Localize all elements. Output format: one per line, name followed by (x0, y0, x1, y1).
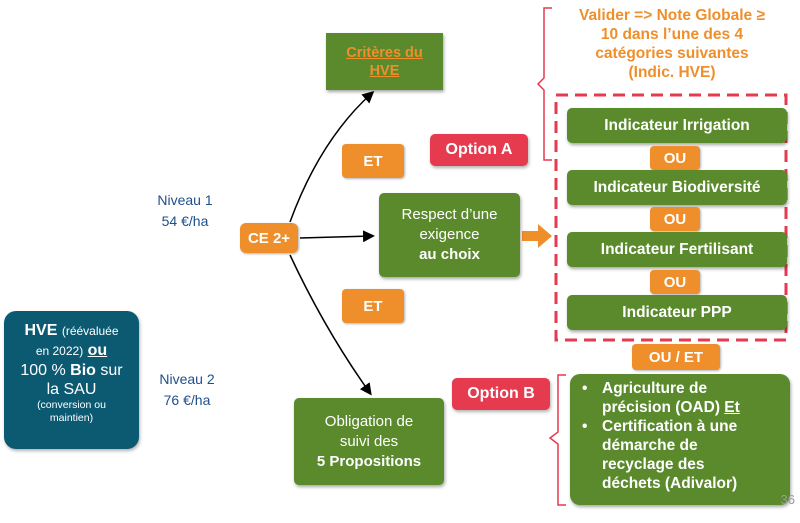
indicator-ppp: Indicateur PPP (567, 295, 787, 330)
option-b-badge: Option B (452, 378, 550, 410)
validation-line2: 10 dans l’une des 4 (600, 26, 744, 43)
ou-label-1: OU (650, 146, 700, 170)
hve-sur: sur (100, 362, 123, 379)
respect-line1: Respect d’une (401, 206, 498, 223)
hve-note2: maintien) (49, 412, 94, 424)
level-2: Niveau 2 76 €/ha (142, 369, 232, 411)
hve-reevaluee: (réévaluée (61, 324, 119, 338)
ou-label-2: OU (650, 207, 700, 231)
obligation-line2: suivi des (339, 432, 399, 450)
hve-en2022: en 2022) (35, 344, 84, 358)
validation-note: Valider => Note Globale ≥ 10 dans l’une … (556, 6, 788, 82)
item1-line1: Agriculture de (602, 380, 708, 397)
arrow-to-respect (299, 230, 375, 243)
criteria-box: Critères du HVE (326, 33, 443, 90)
bullet-icon: • (582, 418, 588, 435)
ou-label-3: OU (650, 270, 700, 294)
indicator-fertilisant: Indicateur Fertilisant (567, 232, 787, 267)
respect-line3: au choix (419, 246, 480, 263)
obligation-box: Obligation de suivi des 5 Propositions (294, 398, 444, 485)
level-2-amount: 76 €/ha (163, 392, 211, 408)
arrow-to-obligation (289, 254, 372, 396)
et-label-bottom: ET (342, 289, 404, 323)
brace-validation (536, 7, 552, 161)
option-a-badge: Option A (430, 134, 528, 166)
hve-bio-prefix: 100 % (20, 362, 66, 379)
obligation-line1: Obligation de (324, 412, 414, 430)
level-1-name: Niveau 1 (157, 192, 213, 208)
item2-line2: démarche de (602, 437, 698, 454)
indicator-irrigation: Indicateur Irrigation (567, 108, 787, 143)
hve-bio: Bio (70, 362, 96, 379)
item1-suffix: Et (724, 399, 740, 416)
hve-ou: ou (87, 342, 108, 359)
option-b-item-1: • Agriculture de précision (OAD) Et (582, 379, 782, 417)
validation-line4: (Indic. HVE) (628, 64, 716, 81)
indicators-dashed-frame (554, 93, 788, 342)
respect-box: Respect d’une exigence au choix (379, 193, 520, 277)
hve-box: HVE (réévaluée en 2022) ou 100 % Bio sur… (4, 311, 139, 449)
hve-label: HVE (24, 322, 58, 339)
option-b-item-2: • Certification à une démarche de recycl… (582, 417, 782, 493)
respect-line2: exigence (419, 226, 480, 243)
indicator-biodiversite: Indicateur Biodiversité (567, 170, 787, 205)
hve-note1: (conversion ou (37, 399, 106, 411)
ce-node: CE 2+ (240, 223, 298, 253)
criteria-line2[interactable]: HVE (369, 62, 400, 79)
hve-sau: la SAU (46, 381, 97, 398)
item2-line4: déchets (Adivalor) (602, 475, 738, 492)
item2-line3: recyclage des (602, 456, 705, 473)
level-1: Niveau 1 54 €/ha (140, 190, 230, 232)
obligation-line3: 5 Propositions (316, 452, 422, 470)
option-b-items-box: • Agriculture de précision (OAD) Et • Ce… (570, 374, 790, 505)
ou-et-label: OU / ET (632, 344, 720, 370)
item1-line2: précision (OAD) (602, 399, 720, 416)
brace-option-b (548, 374, 566, 506)
bullet-icon: • (582, 380, 588, 397)
validation-line3: catégories suivantes (595, 45, 749, 62)
item2-line1: Certification à une (602, 418, 738, 435)
level-2-name: Niveau 2 (159, 371, 215, 387)
page-number: 36 (780, 492, 795, 507)
et-label-top: ET (342, 144, 404, 178)
level-1-amount: 54 €/ha (161, 213, 209, 229)
validation-line1: Valider => Note Globale ≥ (579, 7, 765, 24)
arrow-to-criteria (289, 90, 375, 223)
criteria-line1[interactable]: Critères du (346, 44, 423, 61)
orange-arrow (522, 224, 552, 248)
